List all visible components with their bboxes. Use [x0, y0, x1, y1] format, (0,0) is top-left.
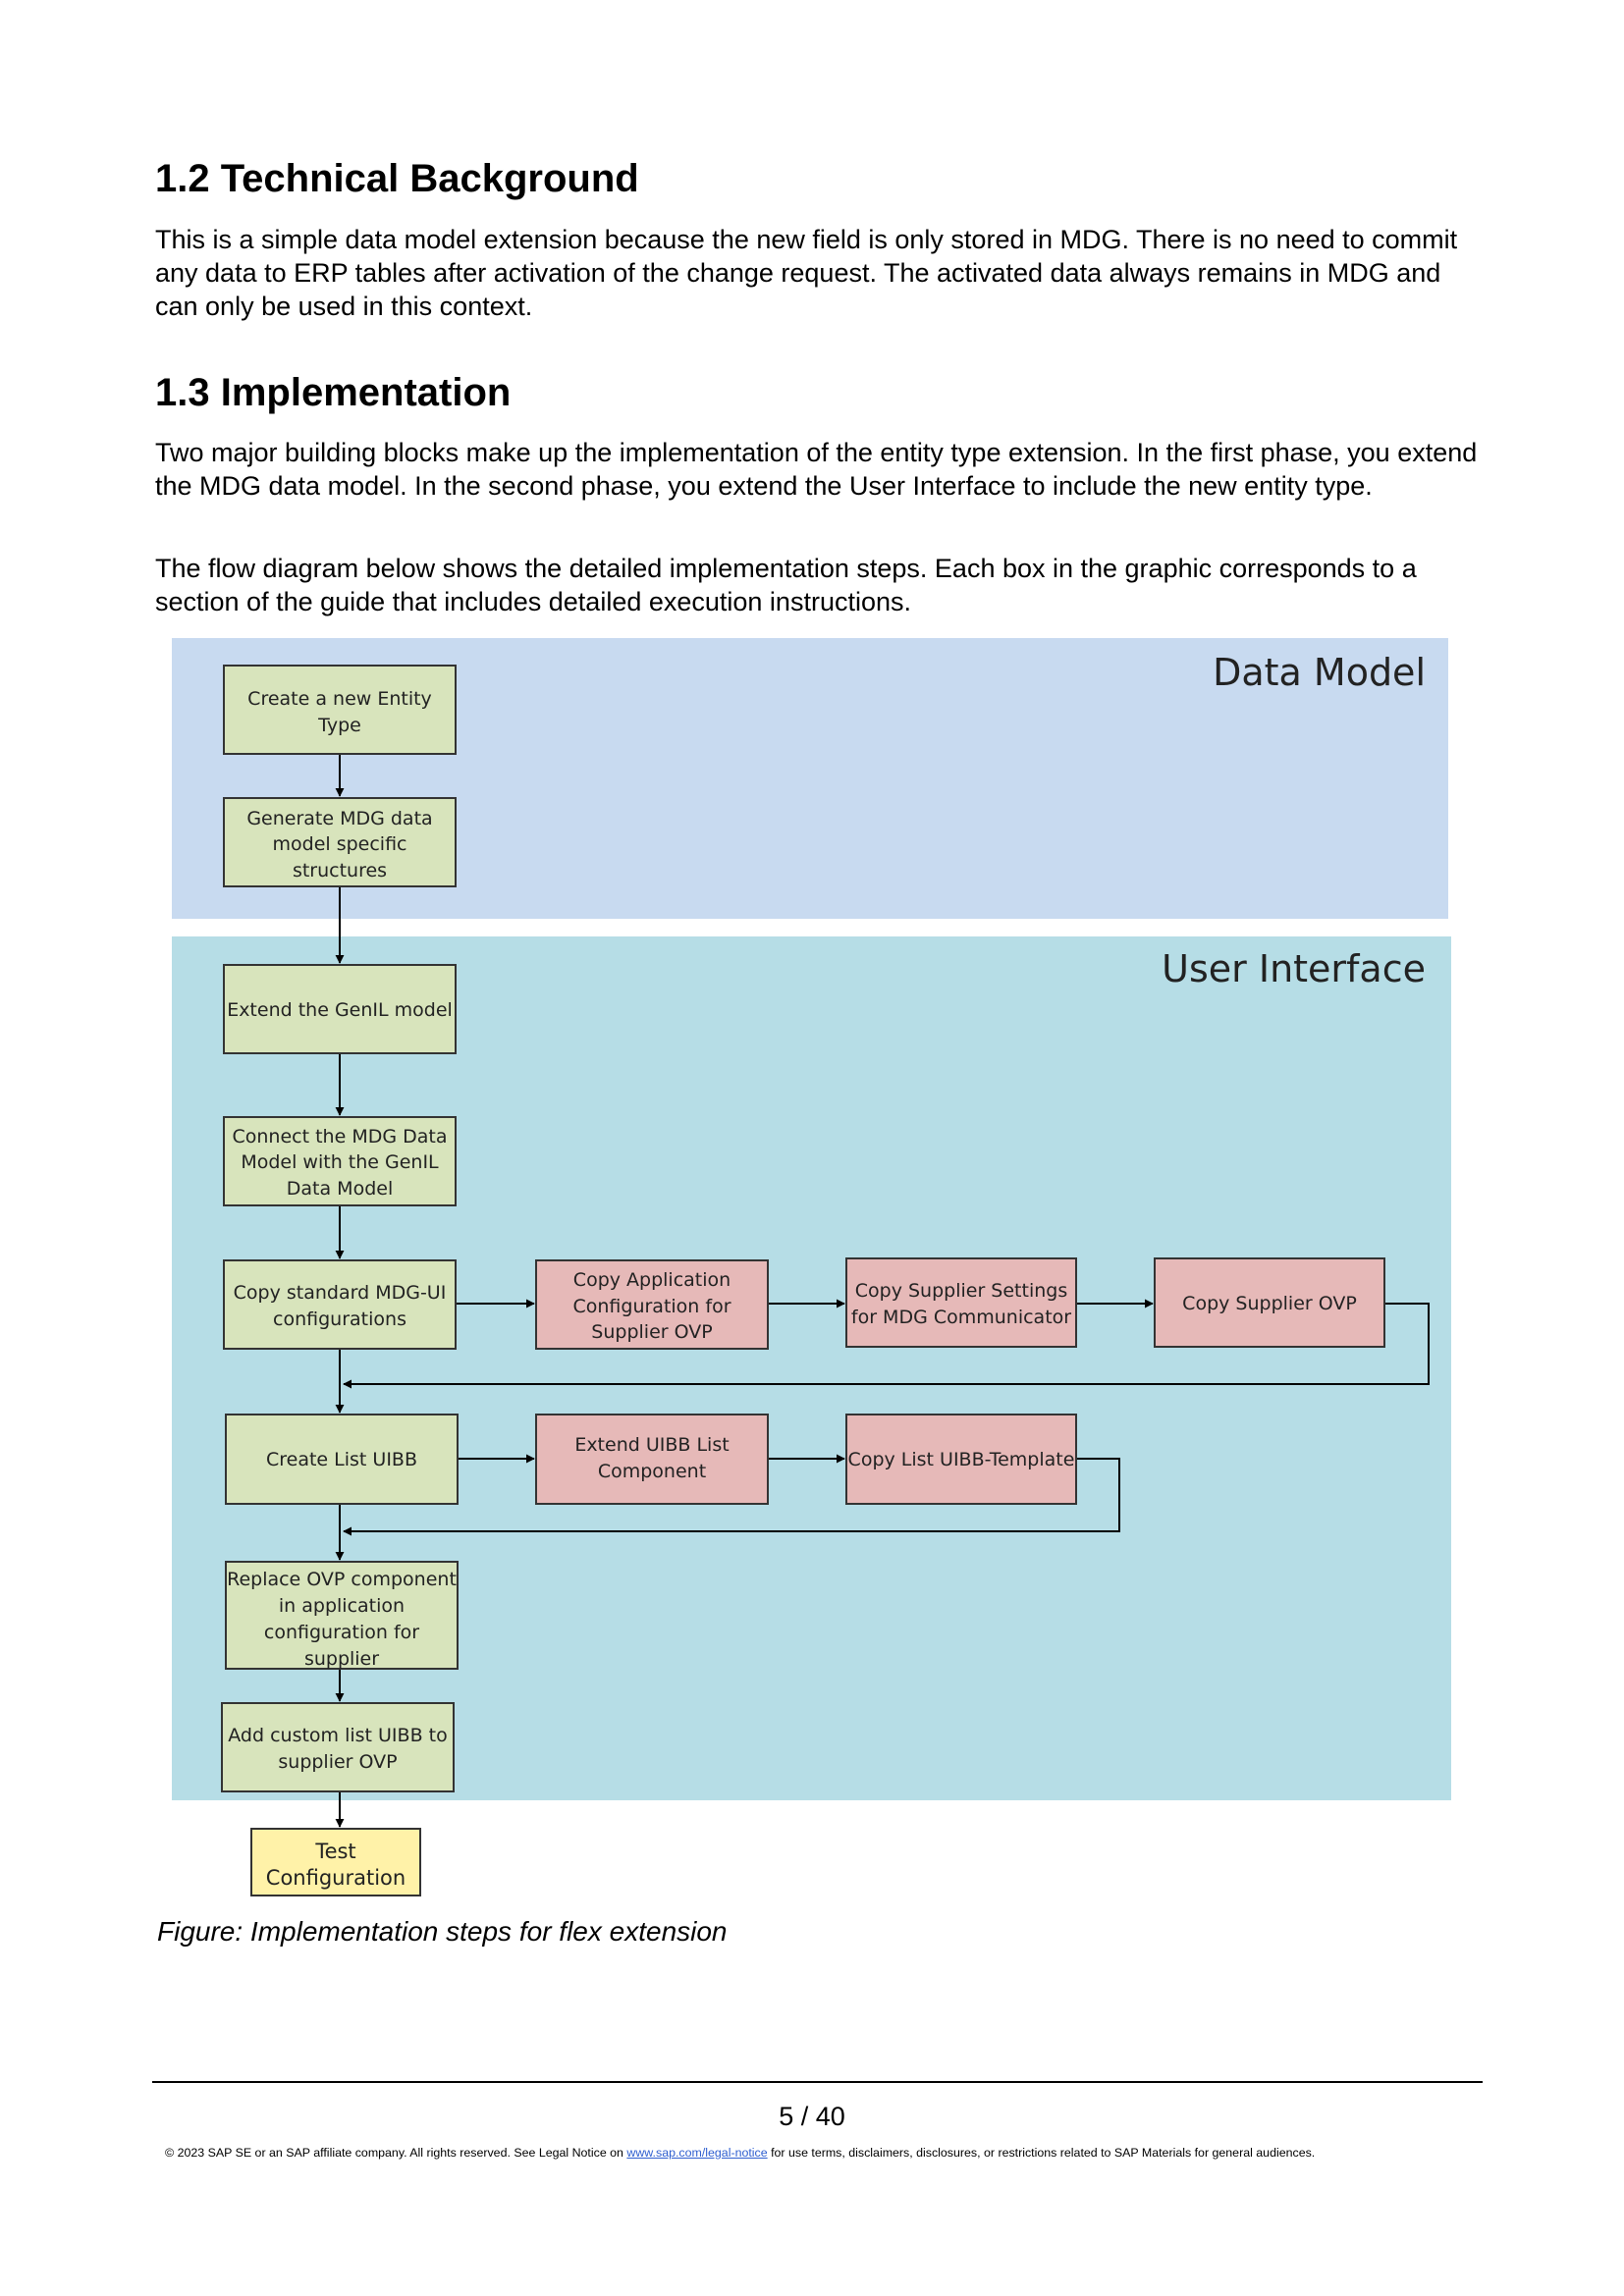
- extend-genil-box: [223, 964, 457, 1054]
- step-label: Create a new Entity: [247, 688, 432, 710]
- step-label: Configuration for: [572, 1296, 731, 1317]
- footer-text-end: for use terms, disclaimers, disclosures,…: [767, 2146, 1316, 2160]
- step-label: Generate MDG data: [246, 808, 432, 829]
- step-label: Extend the GenIL model: [227, 999, 453, 1021]
- section-heading-technical-background: 1.2 Technical Background: [155, 157, 639, 200]
- step-label: supplier OVP: [278, 1751, 397, 1773]
- copy-supplier-settings-box: [845, 1257, 1077, 1348]
- step-label: Add custom list UIBB to: [228, 1725, 447, 1746]
- footer-text: © 2023 SAP SE or an SAP affiliate compan…: [165, 2146, 627, 2160]
- step-label: Copy Supplier Settings: [855, 1280, 1068, 1302]
- step-label: for MDG Communicator: [851, 1307, 1071, 1328]
- step-label: in application: [279, 1595, 405, 1617]
- implementation-paragraph-2: The flow diagram below shows the detaile…: [155, 554, 1417, 616]
- implementation-flow-diagram: Data Model User Interface Creat: [172, 638, 1451, 1896]
- step-label: Copy Supplier OVP: [1182, 1293, 1357, 1314]
- step-label: Type: [317, 715, 361, 736]
- extend-uibb-list-box: [535, 1414, 769, 1505]
- step-label: Component: [598, 1461, 706, 1482]
- connect-models-box: [223, 1116, 457, 1206]
- create-entity-type-box: [223, 665, 457, 755]
- add-custom-uibb-box: [221, 1702, 455, 1792]
- copy-supplier-ovp-box: [1154, 1257, 1385, 1348]
- test-configuration-box: [250, 1828, 421, 1896]
- step-label: Supplier OVP: [591, 1321, 712, 1343]
- section-heading-implementation: 1.3 Implementation: [155, 371, 512, 414]
- step-label: Connect the MDG Data: [233, 1126, 448, 1148]
- step-label: Configuration: [266, 1866, 406, 1890]
- create-list-uibb-box: [225, 1414, 459, 1505]
- step-label: structures: [293, 860, 387, 881]
- user-interface-zone: [172, 936, 1451, 1800]
- return-connector: [343, 1303, 1430, 1389]
- return-connector: [343, 1458, 1120, 1536]
- step-label: Copy standard MDG-UI: [234, 1282, 447, 1304]
- step-label: configurations: [273, 1308, 406, 1330]
- figure-caption: Figure: Implementation steps for flex ex…: [157, 1916, 728, 1947]
- copyright-footer: © 2023 SAP SE or an SAP affiliate compan…: [165, 2146, 1315, 2160]
- page-number: 5 / 40: [779, 2102, 845, 2131]
- step-label: Replace OVP component: [227, 1569, 457, 1590]
- copy-list-template-box: [845, 1414, 1077, 1505]
- copy-app-config-box: [535, 1259, 769, 1350]
- step-label: Copy Application: [573, 1269, 731, 1291]
- step-label: configuration for: [264, 1622, 419, 1643]
- step-label: Model with the GenIL: [241, 1151, 439, 1173]
- generate-structures-box: [223, 797, 457, 887]
- footer-divider: [152, 2081, 1483, 2083]
- step-label: Extend UIBB List: [574, 1434, 729, 1456]
- user-interface-zone-label: User Interface: [1162, 947, 1426, 990]
- step-label: Data Model: [287, 1178, 393, 1200]
- technical-background-paragraph: This is a simple data model extension be…: [155, 225, 1458, 321]
- copy-ui-configs-box: [223, 1259, 457, 1350]
- step-label: supplier: [304, 1648, 379, 1670]
- step-label: Copy List UIBB-Template: [848, 1449, 1075, 1470]
- step-label: Test: [314, 1840, 355, 1863]
- data-model-zone-label: Data Model: [1213, 651, 1426, 694]
- replace-ovp-box: [225, 1561, 459, 1670]
- step-label: model specific: [273, 833, 407, 855]
- implementation-paragraph-1: Two major building blocks make up the im…: [155, 438, 1478, 501]
- step-label: Create List UIBB: [266, 1449, 417, 1470]
- legal-notice-link[interactable]: www.sap.com/legal-notice: [626, 2146, 768, 2160]
